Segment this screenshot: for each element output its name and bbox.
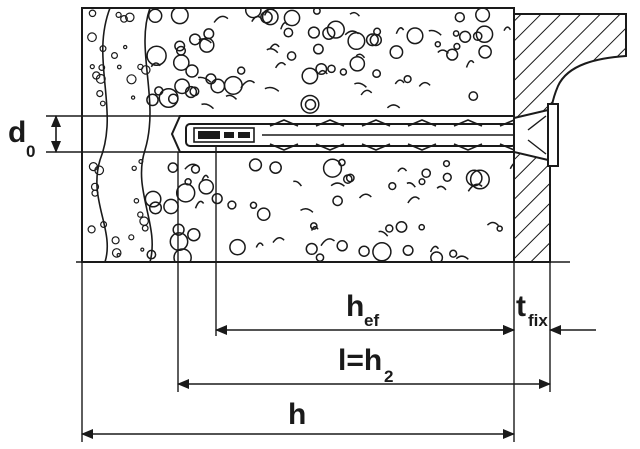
hef-label-sub: ef [364, 311, 379, 330]
h2-label-main: l=h [338, 344, 382, 377]
h-label-main: h [288, 398, 306, 431]
d0-label-main: d [8, 116, 26, 149]
d0-label: d 0 [8, 116, 35, 161]
h-label: h [288, 398, 306, 431]
h2-label-sub: 2 [384, 367, 393, 386]
anchor [185, 103, 559, 167]
tfix-label-main: t [516, 290, 526, 323]
tfix-label: t fix [516, 290, 548, 330]
concrete-aggregate-texture [87, 8, 514, 262]
hef-label: h ef [346, 290, 379, 330]
tfix-label-sub: fix [528, 311, 548, 330]
hef-label-main: h [346, 290, 364, 323]
h2-label: l=h 2 [338, 344, 393, 386]
dimension-lines [51, 115, 596, 439]
d0-label-sub: 0 [26, 142, 35, 161]
